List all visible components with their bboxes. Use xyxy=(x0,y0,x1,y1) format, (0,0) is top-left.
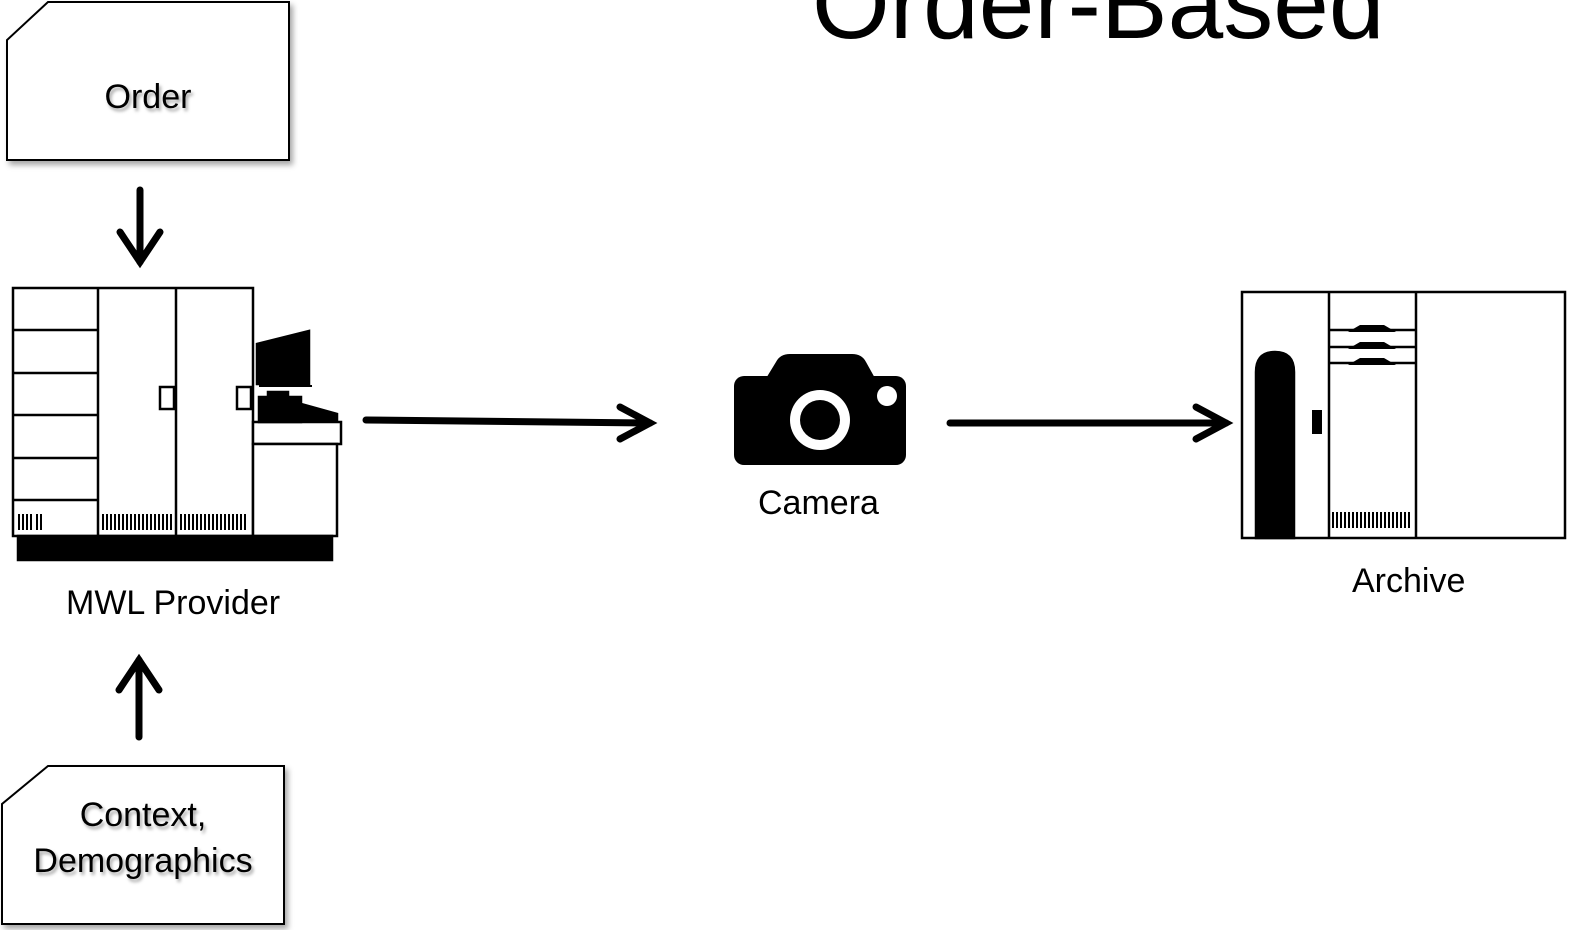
diagram-title: Order-Based xyxy=(812,0,1385,60)
arrow-mwl-to-camera xyxy=(362,403,658,443)
storage-archive-icon xyxy=(1240,290,1567,540)
context-label: Context, Demographics xyxy=(2,792,284,884)
context-document-shape xyxy=(1,765,285,925)
camera-label: Camera xyxy=(758,484,879,522)
arrow-context-to-mwl xyxy=(115,653,163,741)
context-label-line2: Demographics xyxy=(33,842,253,880)
archive-label: Archive xyxy=(1352,562,1466,600)
arrow-camera-to-archive xyxy=(946,403,1234,443)
order-label: Order xyxy=(104,78,192,116)
server-cabinet-icon xyxy=(11,286,343,562)
arrow-order-to-mwl xyxy=(116,186,164,269)
context-label-line1: Context, xyxy=(79,796,207,834)
mwl-provider-label: MWL Provider xyxy=(66,584,281,622)
camera-icon xyxy=(734,354,906,465)
order-document-shape xyxy=(6,1,290,161)
